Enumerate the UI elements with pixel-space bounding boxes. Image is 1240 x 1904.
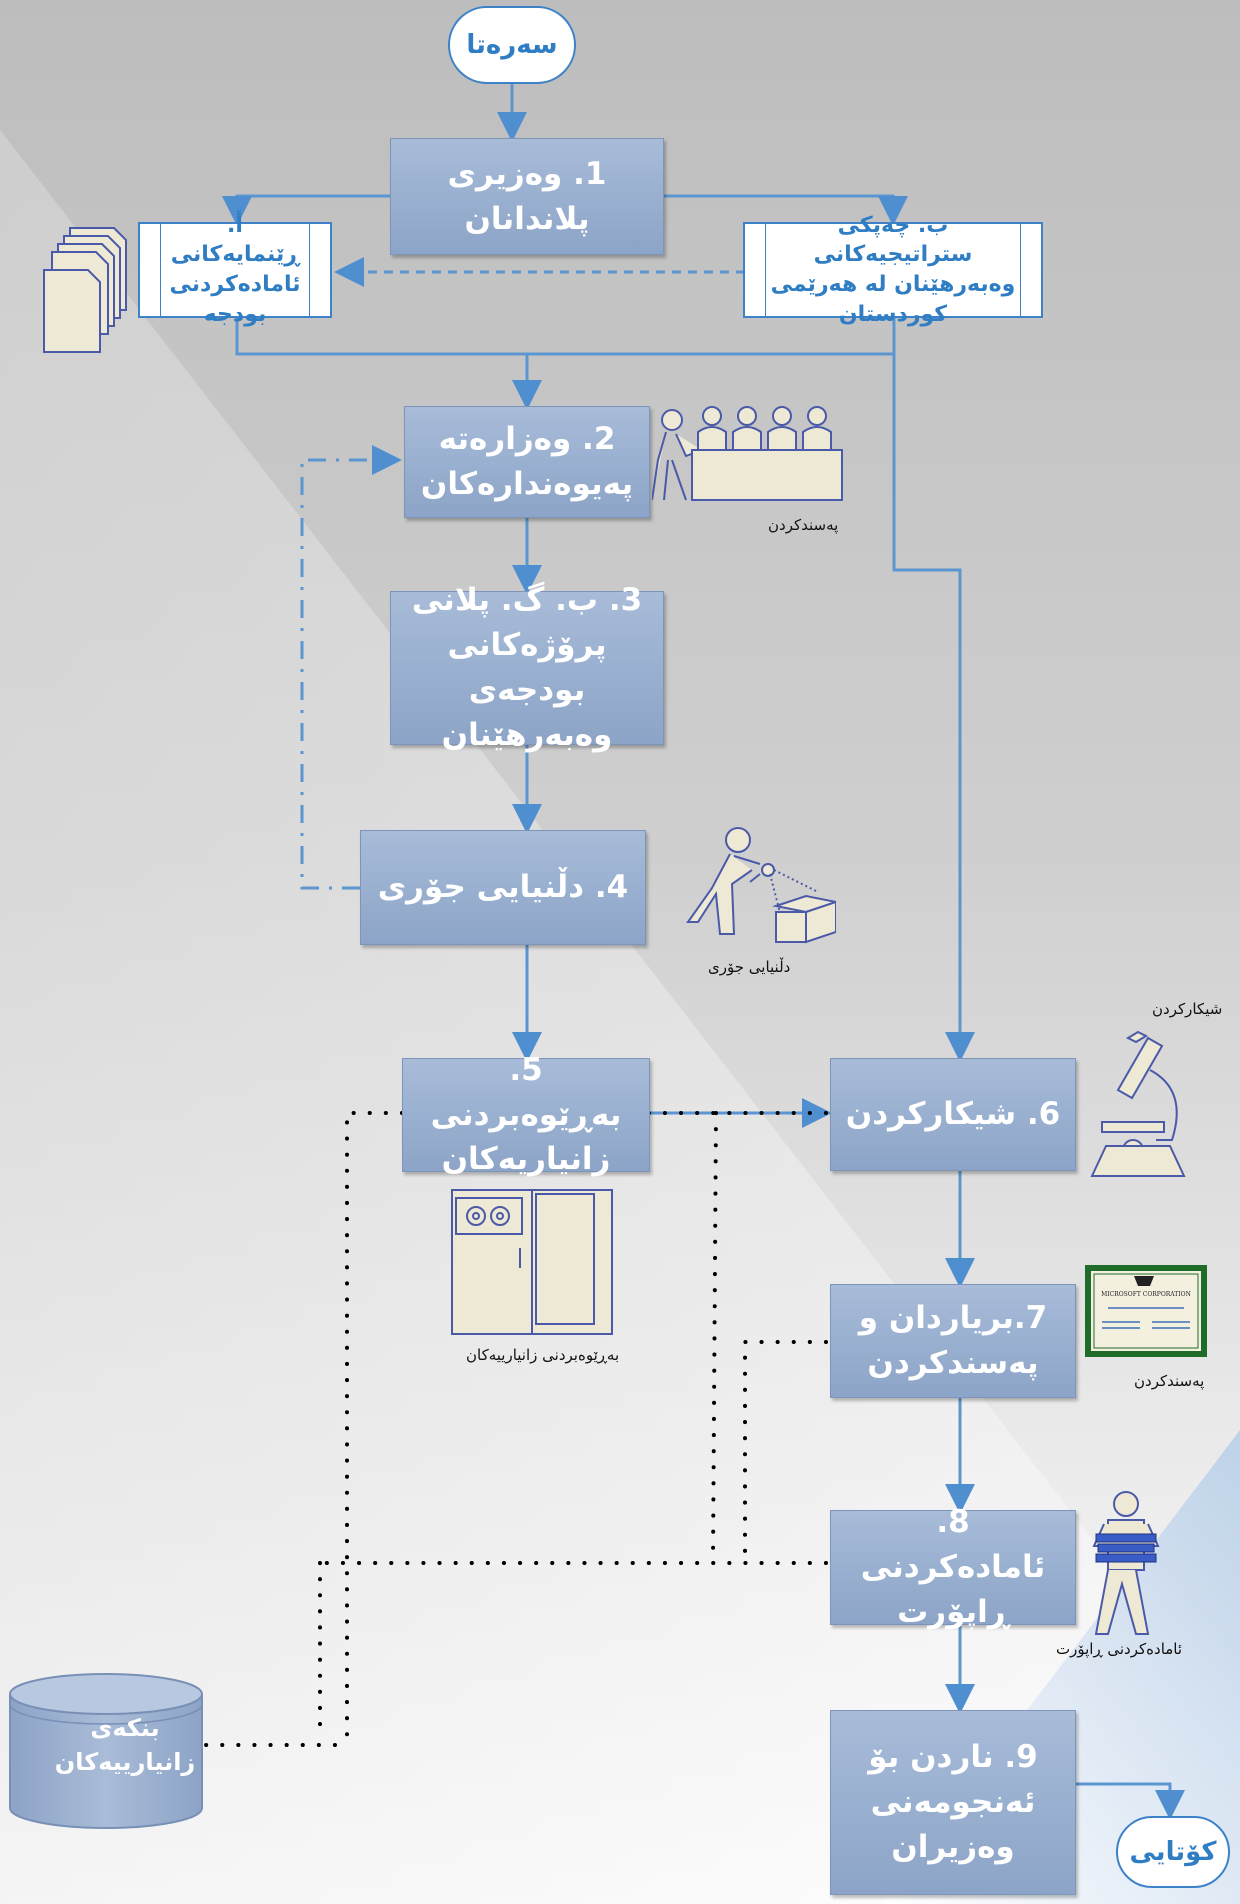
info-mgmt-caption: بەڕێوەبردنی زانیارییەکان (466, 1346, 620, 1364)
step-3-label: 3. ب. گ. پلانی پرۆژەکانی بودجەی وەبەرهێن… (411, 582, 643, 753)
step-3-box: 3. ب. گ. پلانی پرۆژەکانی بودجەی وەبەرهێن… (390, 582, 664, 753)
step-9-box: 9. ناردن بۆ ئەنجومەنی وەزیران (830, 1710, 1076, 1895)
step-9-label: 9. ناردن بۆ ئەنجومەنی وەزیران (868, 1739, 1038, 1865)
end-label: کۆتایی (1129, 1837, 1217, 1867)
approval-caption: پەسندکردن (768, 516, 839, 534)
step-2-label: 2. وەزارەتە پەیوەندارەکان (420, 421, 634, 502)
step-5-label: 5. بەڕێوەبردنی زانیاریەکان (430, 1051, 622, 1178)
step-1-label: 1. وەزیری پلاندانان (447, 155, 607, 237)
step-7-label: 7.بریاردان و پەسندکردن (858, 1300, 1048, 1381)
step-4-label: 4. دڵنیایی جۆری (377, 869, 629, 906)
database-icon (9, 1673, 203, 1829)
server-icon (451, 1189, 613, 1335)
sub-box-a: أ. ڕێنمایەکانی ئامادەکردنی بودجە (138, 213, 332, 327)
step-4-box: 4. دڵنیایی جۆری (360, 830, 646, 945)
microscope-icon (1090, 1030, 1186, 1177)
analysis-caption: شیکارکردن (1152, 1000, 1223, 1018)
sub-box-b: ب. چەپکی ستراتیجیەکانی وەبەرهێنان لە هەر… (743, 213, 1043, 327)
step-7-box: 7.بریاردان و پەسندکردن (830, 1284, 1076, 1398)
report-caption: ئامادەکردنی ڕاپۆرت (1056, 1640, 1183, 1658)
start-terminator: سەرەتا (448, 6, 576, 84)
approval2-caption: پەسندکردن (1134, 1372, 1205, 1390)
database-label: بنکەی زانیارییەکان (54, 1714, 196, 1776)
step-5-box: 5. بەڕێوەبردنی زانیاریەکان (402, 1052, 650, 1177)
step-1-box: 1. وەزیری پلاندانان (390, 138, 664, 255)
step-6-box: 6. شیکارکردن (830, 1058, 1076, 1171)
sub-b-label: ب. چەپکی ستراتیجیەکانی وەبەرهێنان لە هەر… (770, 212, 1016, 327)
start-label: سەرەتا (466, 30, 558, 60)
end-terminator: کۆتایی (1116, 1816, 1230, 1888)
sub-a-label: أ. ڕێنمایەکانی ئامادەکردنی بودجە (169, 212, 301, 327)
documents-icon (43, 227, 127, 353)
step-6-label: 6. شیکارکردن (845, 1096, 1061, 1133)
certificate-icon: MICROSOFT CORPORATION (1085, 1265, 1207, 1357)
certificate-text: MICROSOFT CORPORATION (1101, 1291, 1191, 1298)
step-8-box: 8. ئامادەکردنی ڕاپۆرت (830, 1504, 1076, 1630)
inspector-icon (686, 827, 836, 944)
step-2-box: 2. وەزارەتە پەیوەندارەکان (404, 406, 650, 518)
quality-caption: دڵنیایی جۆری (708, 958, 791, 976)
report-person-icon (1092, 1491, 1160, 1635)
step-8-label: 8. ئامادەکردنی ڕاپۆرت (860, 1504, 1046, 1630)
committee-icon (652, 406, 843, 501)
